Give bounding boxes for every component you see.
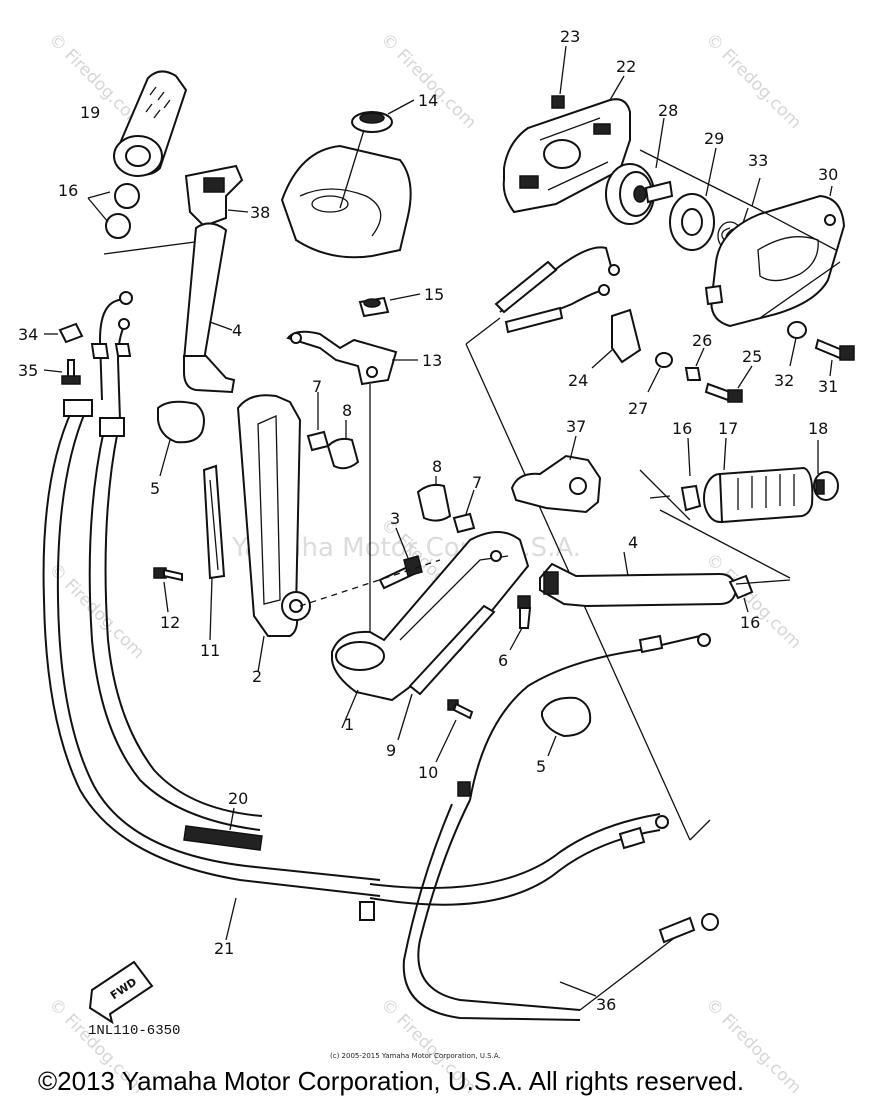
part-15-nut <box>358 296 390 318</box>
part-labels: 1 2 3 4 4 5 5 6 7 7 8 8 9 10 11 12 13 14… <box>18 27 838 1014</box>
label-12: 12 <box>160 613 180 632</box>
label-30: 30 <box>818 165 838 184</box>
small-copyright: (c) 2005-2015 Yamaha Motor Corporation, … <box>330 1052 501 1060</box>
label-4: 4 <box>232 321 242 340</box>
part-16-ball <box>728 574 754 600</box>
label-16: 16 <box>672 419 692 438</box>
part-14-cap <box>351 111 393 133</box>
part-29-washer <box>669 193 715 251</box>
label-31: 31 <box>818 377 838 396</box>
part-throttle-cable-ends <box>494 246 620 334</box>
label-26: 26 <box>692 331 712 350</box>
label-5: 5 <box>150 479 160 498</box>
part-37-switch-housing <box>510 454 602 514</box>
label-16: 16 <box>58 181 78 200</box>
label-14: 14 <box>418 91 438 110</box>
label-8: 8 <box>432 457 442 476</box>
label-21: 21 <box>214 939 234 958</box>
label-15: 15 <box>424 285 444 304</box>
copyright-notice: ©2013 Yamaha Motor Corporation, U.S.A. A… <box>38 1066 744 1096</box>
label-9: 9 <box>386 741 396 760</box>
label-7: 7 <box>472 473 482 492</box>
part-5-grip-end <box>157 400 205 444</box>
part-23-screw <box>551 95 565 109</box>
part-2-holder-lower <box>236 394 311 637</box>
part-6-screw <box>517 595 532 629</box>
label-29: 29 <box>704 129 724 148</box>
part-16-ball <box>105 213 131 239</box>
fwd-arrow-icon: FWD <box>88 960 154 1025</box>
label-33: 33 <box>748 151 768 170</box>
part-17-grip <box>703 466 814 524</box>
part-22-housing <box>502 98 631 214</box>
part-38-switch <box>184 164 244 228</box>
part-21-cables <box>42 291 661 906</box>
part-16-ball <box>680 484 702 512</box>
label-4: 4 <box>628 533 638 552</box>
label-34: 34 <box>18 325 38 344</box>
label-27: 27 <box>628 399 648 418</box>
label-17: 17 <box>718 419 738 438</box>
watermark: © Firedog.com <box>701 29 805 133</box>
label-18: 18 <box>808 419 828 438</box>
label-22: 22 <box>616 57 636 76</box>
part-8-rubber <box>416 483 452 522</box>
part-18-weight <box>813 471 839 501</box>
label-28: 28 <box>658 101 678 120</box>
label-1: 1 <box>344 715 354 734</box>
part-7-collar <box>306 430 330 452</box>
part-4-throttle-tube <box>539 562 738 608</box>
part-1-holder-upper <box>331 531 530 702</box>
label-32: 32 <box>774 371 794 390</box>
diagram-code: 1NL110-6350 <box>88 1023 180 1039</box>
label-38: 38 <box>250 203 270 222</box>
part-13-bracket <box>286 330 398 386</box>
label-13: 13 <box>422 351 442 370</box>
label-20: 20 <box>228 789 248 808</box>
part-26-washer <box>684 367 702 381</box>
label-37: 37 <box>566 417 586 436</box>
part-11-plate <box>202 464 226 580</box>
part-5-grip-end <box>541 696 592 738</box>
part-4-throttle-tube <box>182 222 236 394</box>
watermark: © Firedog.com <box>376 29 480 133</box>
label-19: 19 <box>80 103 100 122</box>
part-16-ball <box>114 183 140 209</box>
part-32-washer <box>787 321 807 339</box>
part-25-screw <box>704 382 743 403</box>
label-25: 25 <box>742 347 762 366</box>
part-35-bolt <box>61 359 81 385</box>
label-24: 24 <box>568 371 588 390</box>
label-35: 35 <box>18 361 38 380</box>
label-6: 6 <box>498 651 508 670</box>
part-28-pulley <box>605 163 674 225</box>
label-2: 2 <box>252 667 262 686</box>
part-36-cable <box>359 633 719 1021</box>
part-7-collar <box>452 512 476 534</box>
label-11: 11 <box>200 641 220 660</box>
label-5: 5 <box>536 757 546 776</box>
part-12-bolt <box>153 567 183 582</box>
label-23: 23 <box>560 27 580 46</box>
label-3: 3 <box>390 509 400 528</box>
part-31-screw <box>814 338 855 361</box>
part-10-screw <box>447 699 474 720</box>
label-36: 36 <box>596 995 616 1014</box>
part-19-grip <box>113 70 188 177</box>
part-24-clamp <box>611 308 642 364</box>
part-9-plate <box>408 604 496 696</box>
label-7: 7 <box>312 377 322 396</box>
label-16: 16 <box>740 613 760 632</box>
part-housing-cover <box>280 144 412 259</box>
part-8-rubber <box>326 437 360 470</box>
label-8: 8 <box>342 401 352 420</box>
watermark-layer: © Firedog.com © Firedog.com © Firedog.co… <box>44 29 805 1098</box>
label-10: 10 <box>418 763 438 782</box>
part-20-cable-sleeve <box>183 825 263 851</box>
part-34-clip <box>58 322 84 344</box>
part-27-washer <box>655 352 673 368</box>
part-30-cover <box>704 194 846 328</box>
